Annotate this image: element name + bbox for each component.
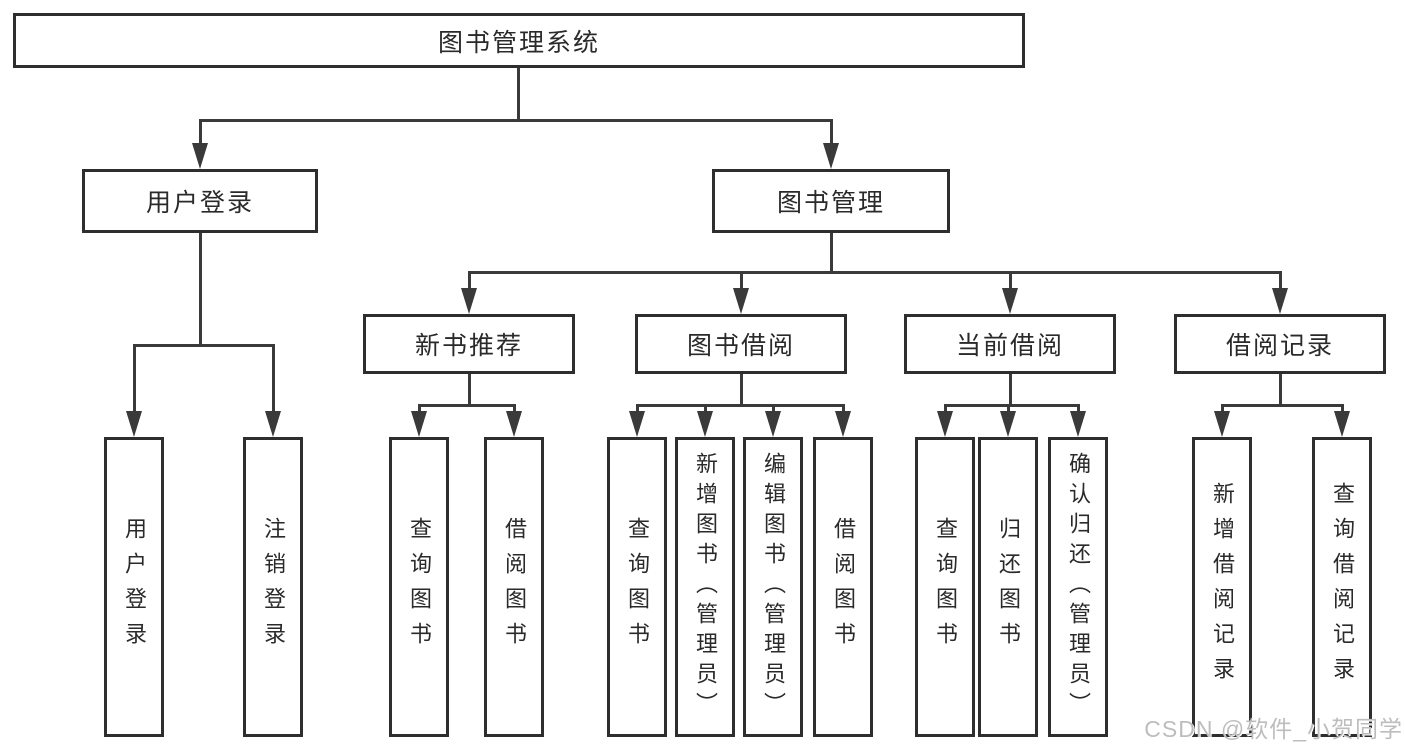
connector-hline — [199, 119, 832, 122]
arrow-down-icon — [1214, 411, 1230, 437]
connector-vline — [513, 404, 516, 414]
node-new-book-recommendation: 新书推荐 — [363, 314, 575, 374]
leaf-confirm-return-admin: 确认归还（管理员） — [1048, 437, 1108, 737]
node-book-management: 图书管理 — [712, 169, 950, 233]
connector-hline — [418, 404, 516, 407]
arrow-down-icon — [733, 288, 749, 314]
arrow-down-icon — [461, 288, 477, 314]
connector-vline — [1077, 404, 1080, 414]
node-current-borrowing: 当前借阅 — [904, 314, 1116, 374]
leaf-query-borrow-record: 查询借阅记录 — [1312, 437, 1372, 737]
connector-vline — [1221, 404, 1224, 414]
connector-vline — [272, 344, 275, 414]
arrow-down-icon — [265, 411, 281, 437]
arrow-down-icon — [126, 411, 142, 437]
connector-vline — [468, 271, 471, 291]
connector-hline — [468, 271, 1282, 274]
arrow-down-icon — [1000, 411, 1016, 437]
node-borrowing-records: 借阅记录 — [1174, 314, 1386, 374]
arrow-down-icon — [1334, 411, 1350, 437]
connector-vline — [830, 119, 833, 145]
leaf-borrow-books: 借阅图书 — [813, 437, 873, 737]
leaf-query-books: 查询图书 — [915, 437, 975, 737]
connector-hline — [1221, 404, 1344, 407]
connector-vline — [1279, 374, 1282, 406]
leaf-borrow-books: 借阅图书 — [484, 437, 544, 737]
connector-hline — [133, 344, 275, 347]
connector-vline — [133, 344, 136, 414]
connector-vline — [468, 374, 471, 406]
leaf-query-books: 查询图书 — [389, 437, 449, 737]
arrow-down-icon — [506, 411, 522, 437]
watermark: CSDN @软件_小贺同学 — [1144, 716, 1403, 742]
arrow-down-icon — [835, 411, 851, 437]
arrow-down-icon — [1070, 411, 1086, 437]
connector-vline — [1009, 271, 1012, 291]
leaf-logout: 注销登录 — [243, 437, 303, 737]
connector-hline — [636, 404, 845, 407]
arrow-down-icon — [823, 143, 839, 169]
arrow-down-icon — [1002, 288, 1018, 314]
connector-vline — [1341, 404, 1344, 414]
connector-vline — [1007, 404, 1010, 414]
arrow-down-icon — [192, 143, 208, 169]
connector-vline — [830, 233, 833, 274]
connector-vline — [740, 374, 743, 406]
arrow-down-icon — [697, 411, 713, 437]
connector-vline — [517, 68, 520, 122]
connector-vline — [1279, 271, 1282, 291]
connector-hline — [944, 404, 1080, 407]
connector-vline — [199, 233, 202, 346]
node-root: 图书管理系统 — [13, 13, 1025, 68]
connector-vline — [704, 404, 707, 414]
leaf-add-borrow-record: 新增借阅记录 — [1192, 437, 1252, 737]
node-book-borrowing: 图书借阅 — [635, 314, 847, 374]
connector-vline — [842, 404, 845, 414]
leaf-query-books: 查询图书 — [607, 437, 667, 737]
arrow-down-icon — [765, 411, 781, 437]
arrow-down-icon — [629, 411, 645, 437]
node-user-login: 用户登录 — [82, 169, 318, 233]
leaf-edit-book-admin: 编辑图书（管理员） — [743, 437, 803, 737]
leaf-user-login: 用户登录 — [104, 437, 164, 737]
connector-vline — [199, 119, 202, 145]
connector-vline — [740, 271, 743, 291]
connector-vline — [1009, 374, 1012, 406]
arrow-down-icon — [1272, 288, 1288, 314]
arrow-down-icon — [937, 411, 953, 437]
leaf-add-book-admin: 新增图书（管理员） — [675, 437, 735, 737]
connector-vline — [944, 404, 947, 414]
leaf-return-books: 归还图书 — [978, 437, 1038, 737]
connector-vline — [636, 404, 639, 414]
connector-vline — [772, 404, 775, 414]
connector-vline — [418, 404, 421, 414]
arrow-down-icon — [411, 411, 427, 437]
